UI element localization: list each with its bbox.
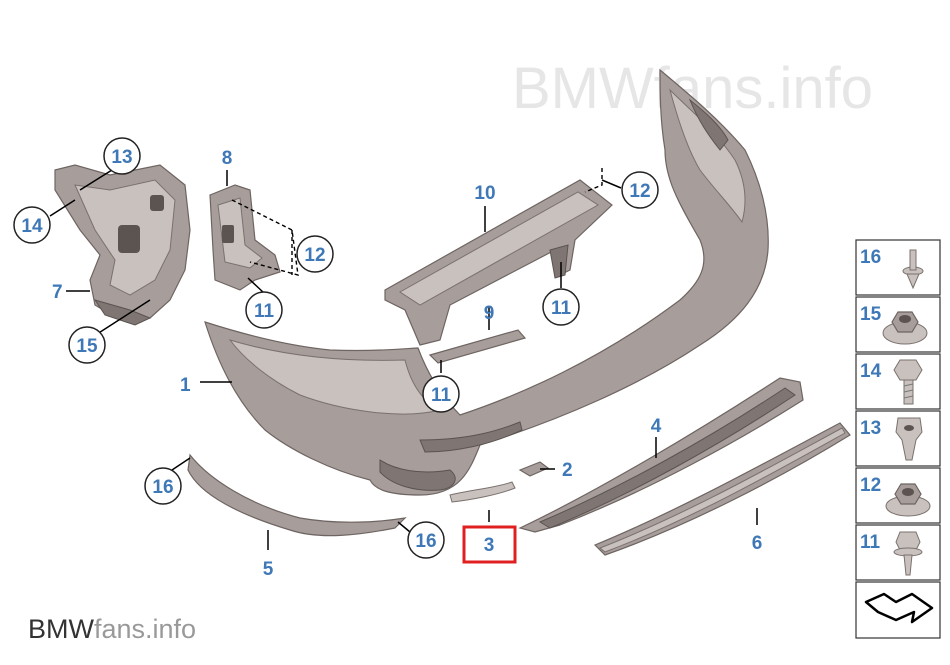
fastener-panel: 16 15 14 [855,239,941,639]
part-7-bracket-shape[interactable] [54,164,191,326]
callout-label: 16 [415,531,436,552]
bracket-slot [150,195,164,211]
flange-nut-icon [882,311,928,345]
fastener-cell-13[interactable]: 13 [855,410,941,467]
fastener-cell-15[interactable]: 15 [855,296,941,353]
part-5-trim-shape[interactable] [187,453,407,537]
callout-16-right[interactable]: 16 [407,521,445,559]
callout-12-right[interactable]: 12 [621,171,659,209]
callout-16-left[interactable]: 16 [144,467,182,505]
fastener-cell-16[interactable]: 16 [855,239,941,296]
part-1-bumper-shape[interactable] [204,68,769,496]
callout-14[interactable]: 14 [13,206,51,244]
part-label-8: 8 [222,148,233,169]
fastener-label: 11 [860,532,881,553]
arrow-icon [864,592,934,624]
fastener-label: 13 [860,418,881,439]
fastener-label: 14 [860,361,882,382]
part-8-bracket-shape[interactable] [209,184,281,291]
callout-12-left[interactable]: 12 [296,235,334,273]
part-label-4: 4 [651,416,662,437]
callout-11-center[interactable]: 11 [422,375,460,413]
fastener-cell-11[interactable]: 11 [855,524,941,581]
callout-13[interactable]: 13 [103,137,141,175]
highlight-box-part-3 [462,525,517,564]
callout-label: 14 [21,216,43,237]
clip-nut-icon [895,417,923,461]
fastener-label: 16 [860,247,881,268]
part-label-5: 5 [263,559,274,580]
part-9-bracket-shape[interactable] [428,329,527,364]
bracket-slot [118,225,140,253]
part-label-9: 9 [484,303,495,324]
callout-label: 13 [111,147,132,168]
callout-11-left[interactable]: 11 [245,291,283,329]
fastener-label: 15 [860,304,882,325]
brand-light: fans.info [94,614,196,644]
flange-screw-icon [893,531,923,576]
part-label-3: 3 [484,535,495,556]
part-3-trim-shape[interactable] [449,481,516,503]
hex-nut-icon [885,483,931,517]
brand-bold: BMW [28,614,95,644]
callout-label: 15 [76,336,98,357]
part-6-strip-shape[interactable] [593,422,851,556]
brand-logo-text: BMWfans.info [28,614,196,644]
callout-label: 12 [304,245,325,266]
expanding-rivet-icon [902,249,924,290]
callout-label: 11 [254,301,275,322]
bracket-slot [222,225,234,243]
leader-lines [49,168,758,550]
fastener-cell-14[interactable]: 14 [855,353,941,410]
navigation-arrow-cell[interactable] [855,581,941,639]
part-2-cover-shape[interactable] [518,461,550,477]
part-label-10: 10 [474,183,495,204]
part-10-carrier-shape[interactable] [384,179,613,346]
callout-11-right[interactable]: 11 [542,288,580,326]
part-label-1: 1 [180,375,191,396]
callout-label: 11 [431,385,452,406]
fastener-label: 12 [860,475,881,496]
callout-label: 12 [629,181,650,202]
part-label-6: 6 [752,533,763,554]
fastener-cell-12[interactable]: 12 [855,467,941,524]
part-label-2: 2 [562,460,573,481]
part-4-diffuser-shape[interactable] [518,377,804,533]
callout-label: 11 [551,298,572,319]
callout-15[interactable]: 15 [68,326,106,364]
hex-bolt-icon [893,359,923,405]
part-label-7: 7 [52,282,63,303]
callout-label: 16 [152,477,173,498]
